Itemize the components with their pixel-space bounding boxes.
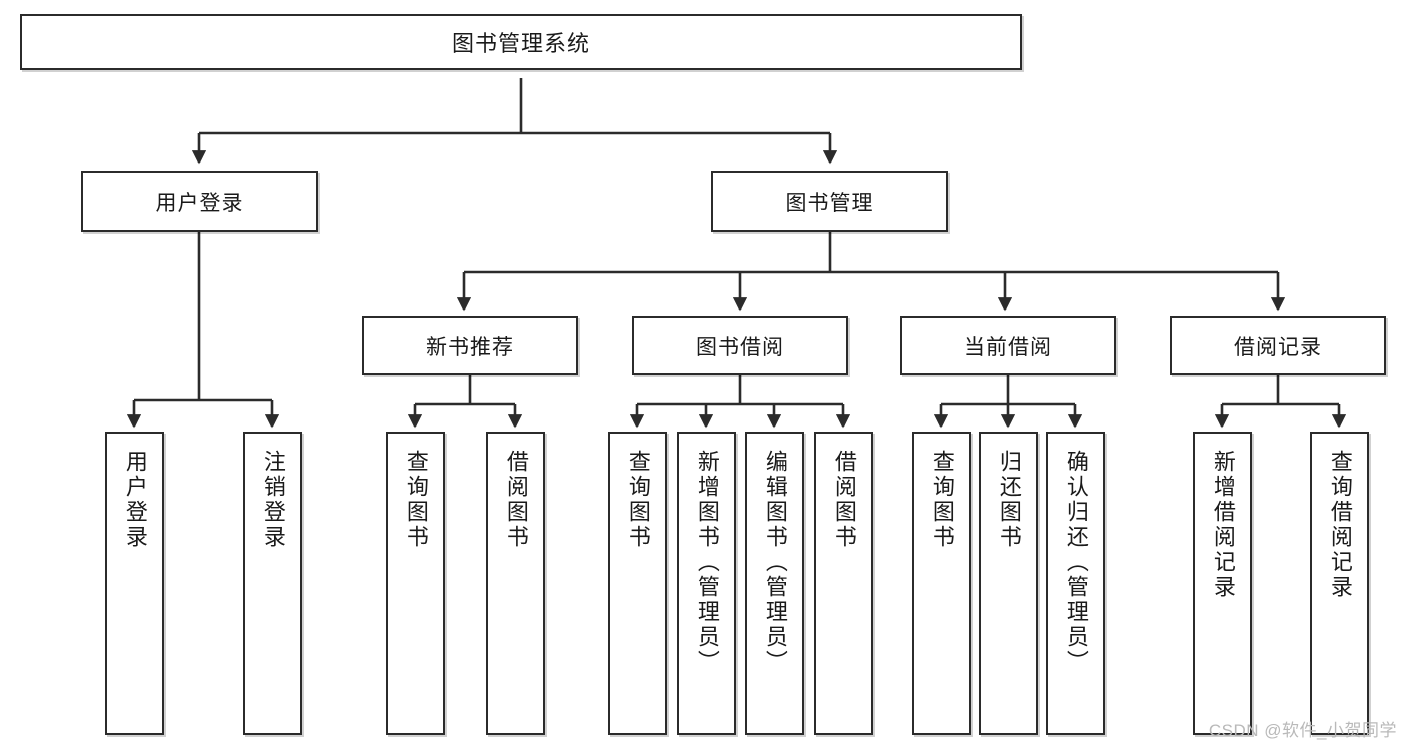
leaf-confirm-return[interactable]: 确认归还（管理员） bbox=[1046, 432, 1105, 735]
node-label: 借阅图书 bbox=[831, 450, 857, 550]
node-book-manage[interactable]: 图书管理 bbox=[711, 171, 948, 232]
leaf-add-book[interactable]: 新增图书（管理员） bbox=[677, 432, 736, 735]
node-label: 用户登录 bbox=[155, 191, 244, 215]
node-new-book-recommend[interactable]: 新书推荐 bbox=[362, 316, 578, 375]
node-current-borrow[interactable]: 当前借阅 bbox=[900, 316, 1116, 375]
leaf-return-book[interactable]: 归还图书 bbox=[979, 432, 1038, 735]
leaf-add-record[interactable]: 新增借阅记录 bbox=[1193, 432, 1252, 735]
node-label: 查询借阅记录 bbox=[1327, 450, 1353, 600]
node-root-library-system[interactable]: 图书管理系统 bbox=[20, 14, 1022, 70]
leaf-query-record[interactable]: 查询借阅记录 bbox=[1310, 432, 1369, 735]
leaf-user-login[interactable]: 用户登录 bbox=[105, 432, 164, 735]
node-user-login[interactable]: 用户登录 bbox=[81, 171, 318, 232]
node-label: 用户登录 bbox=[122, 450, 148, 550]
node-label: 注销登录 bbox=[260, 450, 286, 550]
node-borrow-record[interactable]: 借阅记录 bbox=[1170, 316, 1386, 375]
node-label: 编辑图书（管理员） bbox=[762, 450, 788, 675]
node-label: 图书借阅 bbox=[696, 335, 784, 359]
node-label: 借阅图书 bbox=[503, 450, 529, 550]
leaf-borrow-book-2[interactable]: 借阅图书 bbox=[814, 432, 873, 735]
node-book-borrow[interactable]: 图书借阅 bbox=[632, 316, 848, 375]
node-label: 借阅记录 bbox=[1234, 335, 1322, 359]
leaf-edit-book[interactable]: 编辑图书（管理员） bbox=[745, 432, 804, 735]
node-label: 图书管理 bbox=[785, 191, 874, 215]
leaf-logout[interactable]: 注销登录 bbox=[243, 432, 302, 735]
node-label: 归还图书 bbox=[996, 450, 1022, 550]
node-label: 新增图书（管理员） bbox=[694, 450, 720, 675]
node-label: 新书推荐 bbox=[426, 335, 514, 359]
node-label: 新增借阅记录 bbox=[1210, 450, 1236, 600]
leaf-query-book-1[interactable]: 查询图书 bbox=[386, 432, 445, 735]
node-label: 图书管理系统 bbox=[451, 31, 590, 56]
node-label: 查询图书 bbox=[625, 450, 651, 550]
node-label: 查询图书 bbox=[403, 450, 429, 550]
watermark: CSDN @软件_小贺同学 bbox=[1208, 721, 1397, 740]
leaf-borrow-book-1[interactable]: 借阅图书 bbox=[486, 432, 545, 735]
node-label: 查询图书 bbox=[929, 450, 955, 550]
node-label: 当前借阅 bbox=[964, 335, 1052, 359]
leaf-query-book-3[interactable]: 查询图书 bbox=[912, 432, 971, 735]
node-label: 确认归还（管理员） bbox=[1063, 450, 1089, 675]
leaf-query-book-2[interactable]: 查询图书 bbox=[608, 432, 667, 735]
